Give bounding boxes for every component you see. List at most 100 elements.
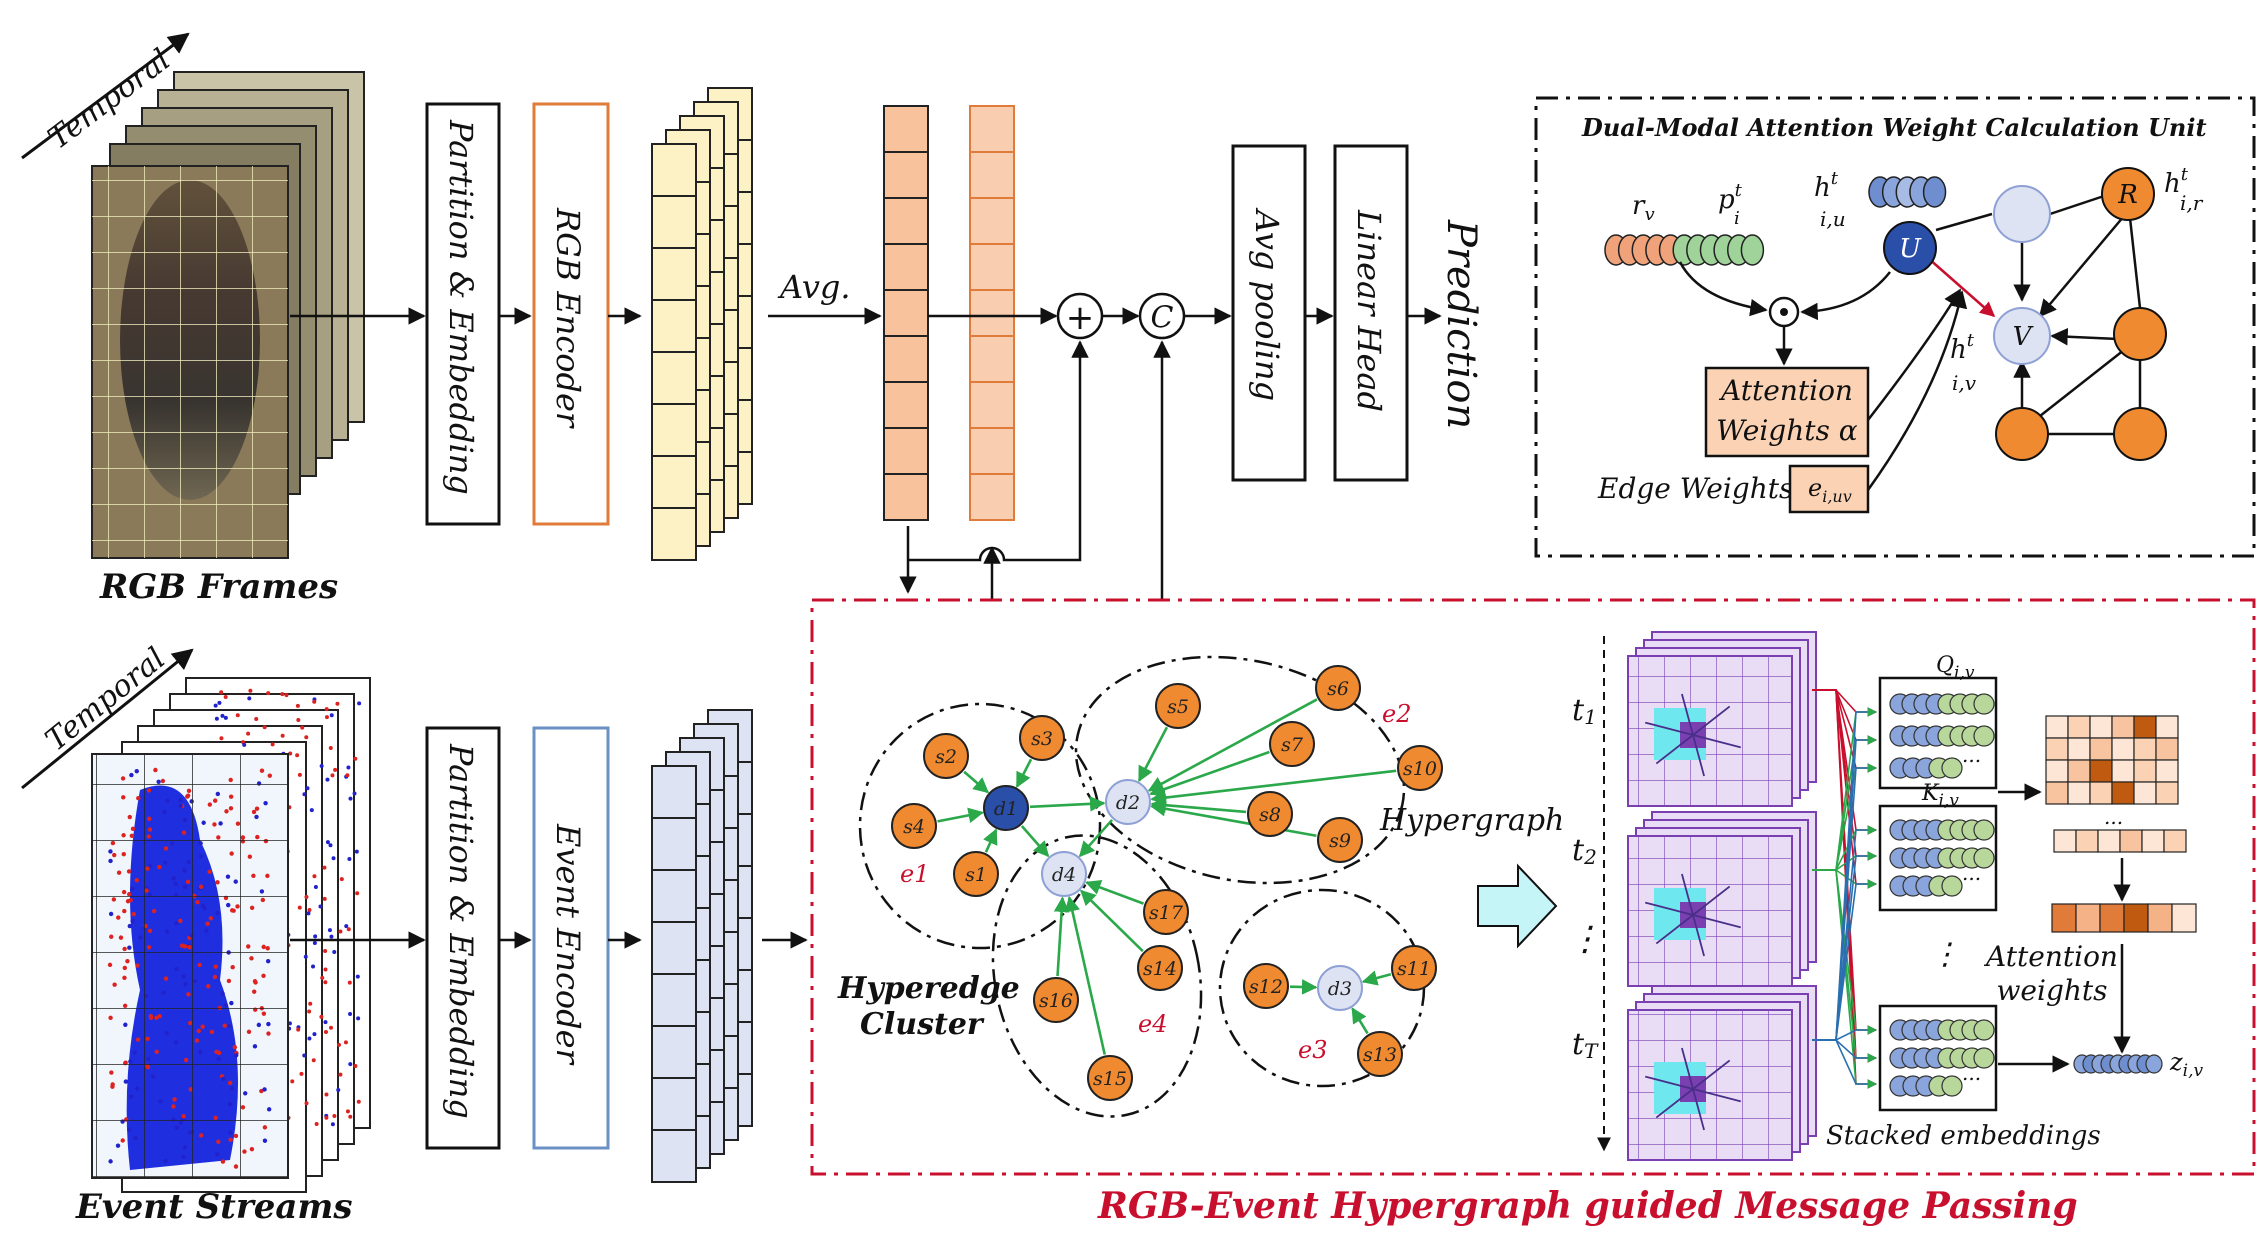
node-label-d4: d4 — [1052, 864, 1076, 886]
grid-ray — [1655, 914, 1694, 945]
pill — [1922, 176, 1947, 208]
qkv-line — [1812, 1039, 1877, 1063]
qkv-line — [1812, 869, 1877, 889]
h-iu-sub: i,u — [1820, 207, 1846, 231]
prediction-label: Prediction — [1438, 219, 1484, 429]
pill — [1941, 1075, 1963, 1097]
event-dot — [308, 1001, 313, 1006]
node-s7 — [1269, 721, 1315, 767]
node-o1 — [2113, 307, 2167, 361]
event-dot — [302, 792, 307, 797]
qkv-line — [1812, 1025, 1877, 1041]
hyperedge-link — [1078, 819, 1114, 858]
event-dot — [217, 700, 222, 705]
attn-cell — [2111, 737, 2135, 761]
node-label-s1: s1 — [965, 864, 987, 886]
qkv-embeddings: ......... — [1889, 693, 1995, 1097]
node-s9 — [1317, 817, 1363, 863]
token-cell — [651, 869, 697, 923]
edge-e1-label: e1 — [900, 860, 929, 888]
event-dot — [355, 891, 360, 896]
event-dot — [323, 967, 328, 972]
partition-embedding-event-label: Partition & Embedding — [442, 743, 480, 1119]
event-dot — [323, 980, 328, 985]
node-label-s4: s4 — [903, 816, 925, 838]
hyperedge-link — [963, 770, 990, 794]
token-cell — [651, 817, 697, 871]
k-sub: i,v — [1938, 791, 1959, 811]
vector-cell — [883, 473, 929, 521]
event-dot — [312, 874, 317, 879]
concat-symbol: C — [1151, 301, 1174, 336]
event-dot — [328, 746, 333, 751]
event-dot — [297, 905, 302, 910]
node-d2 — [1105, 779, 1151, 825]
vector-cell — [883, 197, 929, 245]
edge-e2-label: e2 — [1382, 700, 1411, 728]
node-s3 — [1019, 715, 1065, 761]
vector-cell — [969, 243, 1015, 291]
grid-lines — [1628, 656, 1792, 806]
event-dot — [347, 856, 352, 861]
attn-weight-cell — [2147, 903, 2173, 933]
grid-ray — [1645, 901, 1694, 916]
attn-cell — [2045, 715, 2069, 739]
event-dot — [330, 1122, 335, 1127]
attn-cell — [2089, 759, 2113, 783]
attn-cell — [2133, 715, 2157, 739]
vector-cell — [883, 243, 929, 291]
vertical-dots: ⋮ — [1930, 937, 1960, 972]
attn-row-cell — [2141, 829, 2165, 853]
grid-ray — [1645, 1075, 1694, 1090]
vector-cell — [883, 427, 929, 475]
event-dot — [242, 742, 247, 747]
vector-cell — [969, 151, 1015, 199]
node-u — [1883, 221, 1937, 275]
event-encoder-label: Event Encoder — [549, 823, 587, 1066]
event-dot — [235, 713, 240, 718]
node-r-label: R — [2117, 180, 2138, 210]
r-v-sub: v — [1644, 204, 1654, 225]
event-dot — [305, 786, 310, 791]
event-dot — [348, 1114, 353, 1119]
avg-label: Avg. — [777, 268, 851, 306]
token-cell — [651, 247, 697, 301]
attention-weights-box — [1704, 366, 1870, 458]
event-dot — [329, 934, 334, 939]
h-iv-sup: t — [1967, 330, 1975, 351]
token-cell — [651, 1025, 697, 1079]
event-dot — [313, 885, 318, 890]
svg-text:t2: t2 — [1572, 833, 1597, 869]
event-dot — [290, 1079, 295, 1084]
attn-row-cell — [2053, 829, 2077, 853]
event-dot — [323, 949, 328, 954]
attention-matrix — [2045, 715, 2179, 805]
time-tT: t — [1572, 1027, 1585, 1062]
node-d1 — [983, 785, 1029, 831]
event-dot — [297, 772, 302, 777]
node-label-s14: s14 — [1143, 958, 1177, 980]
event-dot — [339, 877, 344, 882]
hypergraph-label: Hypergraph — [1379, 803, 1564, 838]
p-it-label: p — [1718, 185, 1735, 215]
attn-cell — [2067, 737, 2091, 761]
event-avg-vector — [969, 105, 1015, 521]
event-dot — [319, 763, 324, 768]
event-dot — [319, 1014, 324, 1019]
node-r — [2101, 167, 2155, 221]
attn-cell — [2155, 737, 2179, 761]
plus-symbol: + — [1066, 298, 1095, 338]
event-dot — [324, 707, 329, 712]
event-dot — [346, 927, 351, 932]
event-dot — [357, 701, 362, 706]
pill — [1973, 1047, 1995, 1069]
event-dot — [329, 1025, 334, 1030]
edge-e3-label: e3 — [1298, 1036, 1327, 1064]
hyperedge-link — [1029, 796, 1106, 812]
attn-cell — [2155, 781, 2179, 805]
event-dot — [311, 964, 316, 969]
event-dot — [332, 950, 337, 955]
grid-ray — [1692, 1059, 1731, 1090]
event-dot — [327, 928, 332, 933]
